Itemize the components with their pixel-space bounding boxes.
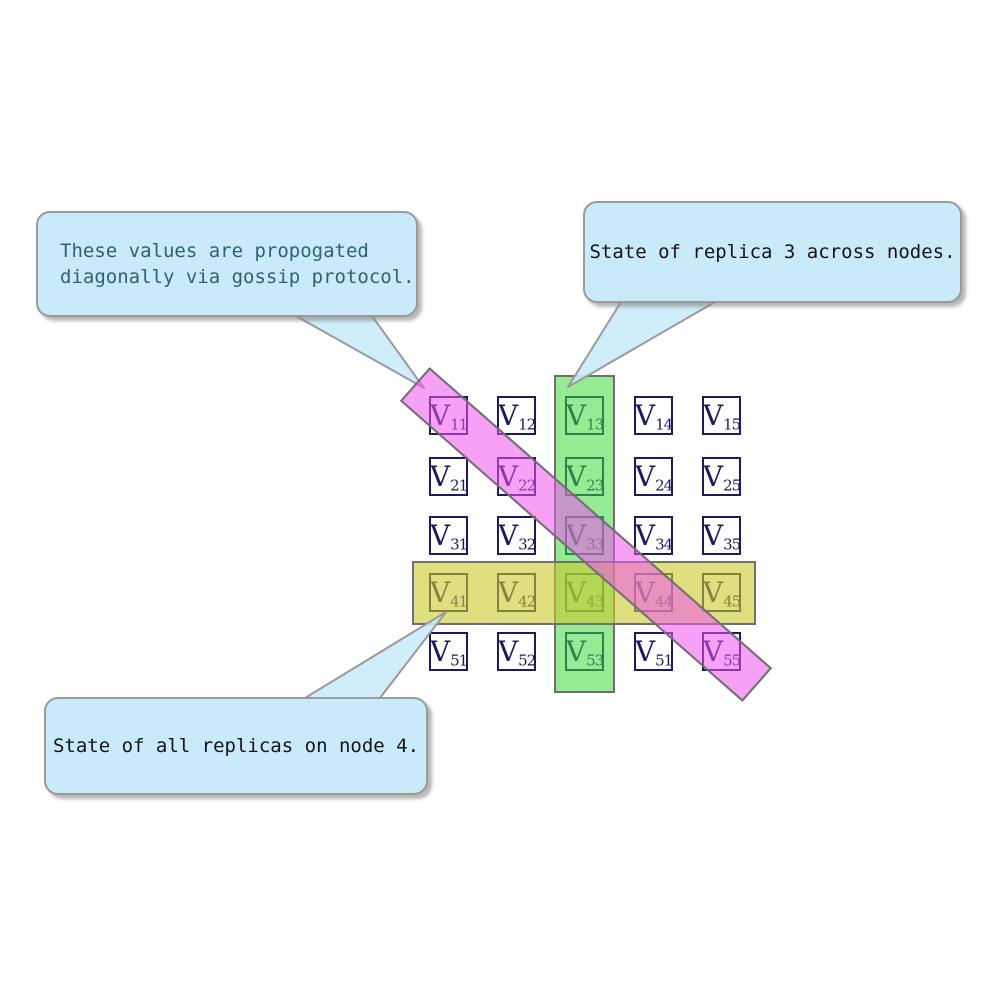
matrix-cell-r3c1: V31	[429, 516, 468, 555]
matrix-cell-r3c2: V32	[497, 516, 536, 555]
callout-gossip-line2: diagonally via gossip protocol.	[60, 266, 415, 288]
matrix-cell-r2c4: V24	[634, 457, 673, 496]
matrix-cell-r3c5: V35	[702, 516, 741, 555]
callout-gossip: These values are propogated diagonally v…	[36, 211, 418, 317]
matrix-cell-r2c1: V21	[429, 457, 468, 496]
callout-node4: State of all replicas on node 4.	[44, 697, 428, 795]
matrix-cell-r5c2: V52	[497, 632, 536, 671]
matrix-cell-r3c4: V34	[634, 516, 673, 555]
matrix-cell-r2c5: V25	[702, 457, 741, 496]
callout-node4-line1: State of all replicas on node 4.	[52, 735, 420, 757]
matrix-cell-r1c2: V12	[497, 396, 536, 435]
matrix-cell-r1c4: V14	[634, 396, 673, 435]
callout-gossip-line1: These values are propogated	[60, 240, 369, 262]
matrix-cell-r5c1: V51	[429, 632, 468, 671]
matrix-cell-r5c4: V51	[634, 632, 673, 671]
callout-replica3-line1: State of replica 3 across nodes.	[589, 241, 956, 263]
matrix-cell-r1c5: V15	[702, 396, 741, 435]
callout-replica3: State of replica 3 across nodes.	[583, 201, 962, 303]
